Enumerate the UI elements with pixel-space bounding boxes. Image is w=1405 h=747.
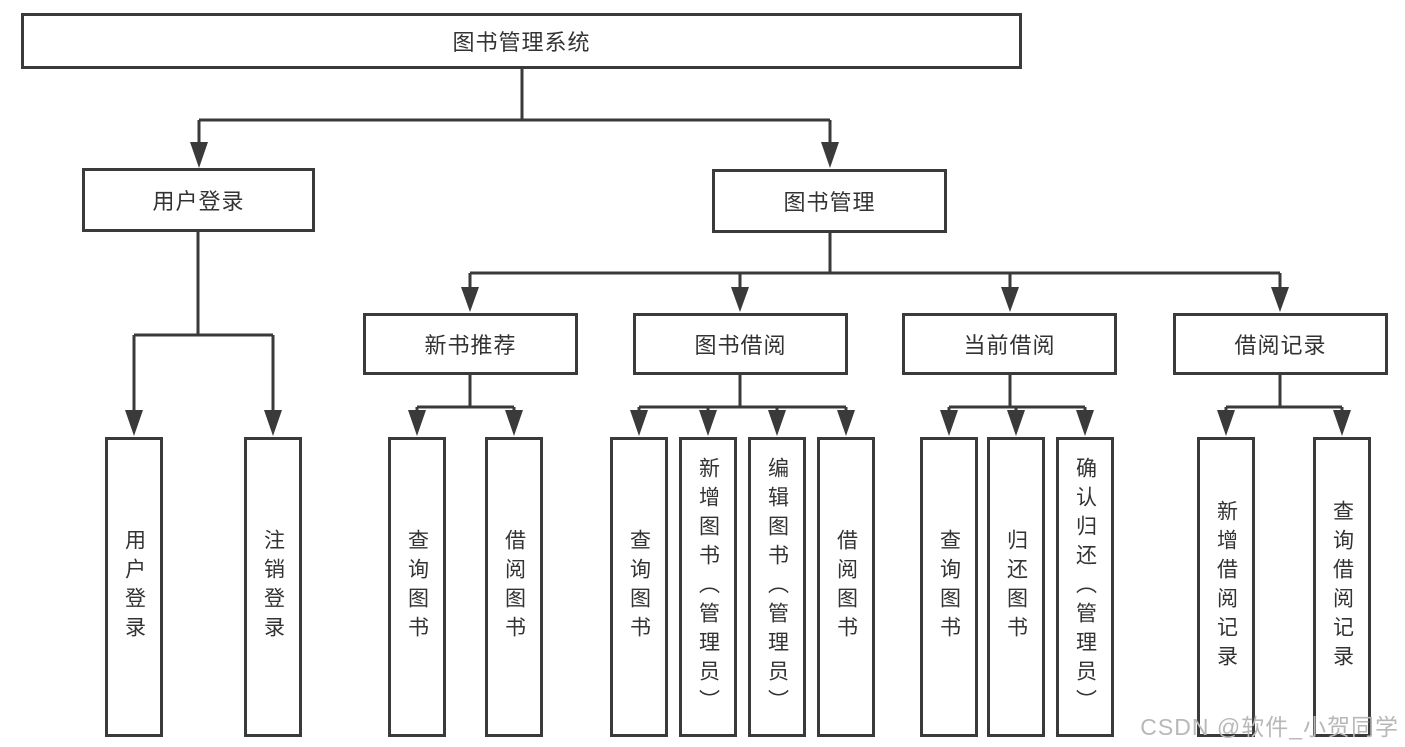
node-borrow-records: 借阅记录: [1173, 313, 1388, 375]
leaf-label: 编辑图书（管理员）: [765, 456, 789, 718]
leaf-borrow-books-recommend: 借阅图书: [485, 437, 543, 737]
leaf-borrow-books: 借阅图书: [817, 437, 875, 737]
leaf-edit-book-admin: 编辑图书（管理员）: [748, 437, 806, 737]
leaf-label: 查询图书: [627, 529, 651, 645]
node-new-book-recommend: 新书推荐: [363, 313, 578, 375]
leaf-return-book: 归还图书: [987, 437, 1045, 737]
leaf-query-books-borrow: 查询图书: [610, 437, 668, 737]
leaf-label: 查询图书: [937, 529, 961, 645]
leaf-label: 新增图书（管理员）: [696, 456, 720, 718]
leaf-label: 查询借阅记录: [1330, 500, 1354, 674]
leaf-add-book-admin: 新增图书（管理员）: [679, 437, 737, 737]
leaf-confirm-return-admin: 确认归还（管理员）: [1056, 437, 1114, 737]
leaf-add-borrow-record: 新增借阅记录: [1197, 437, 1255, 737]
leaf-query-books-current: 查询图书: [920, 437, 978, 737]
leaf-label: 用户登录: [122, 529, 146, 645]
node-library-system: 图书管理系统: [21, 13, 1022, 69]
node-book-borrow: 图书借阅: [633, 313, 848, 375]
watermark: CSDN @软件_小贺同学: [1140, 714, 1399, 740]
leaf-label: 确认归还（管理员）: [1073, 456, 1097, 718]
leaf-label: 借阅图书: [834, 529, 858, 645]
node-current-borrow: 当前借阅: [902, 313, 1117, 375]
node-book-management: 图书管理: [712, 169, 947, 233]
leaf-label: 注销登录: [261, 529, 285, 645]
leaf-label: 借阅图书: [502, 529, 526, 645]
leaf-label: 新增借阅记录: [1214, 500, 1238, 674]
leaf-query-books-recommend: 查询图书: [388, 437, 446, 737]
leaf-label: 查询图书: [405, 529, 429, 645]
leaf-query-borrow-record: 查询借阅记录: [1313, 437, 1371, 737]
node-user-login: 用户登录: [82, 168, 315, 232]
leaf-label: 归还图书: [1004, 529, 1028, 645]
leaf-user-login: 用户登录: [105, 437, 163, 737]
leaf-logout: 注销登录: [244, 437, 302, 737]
